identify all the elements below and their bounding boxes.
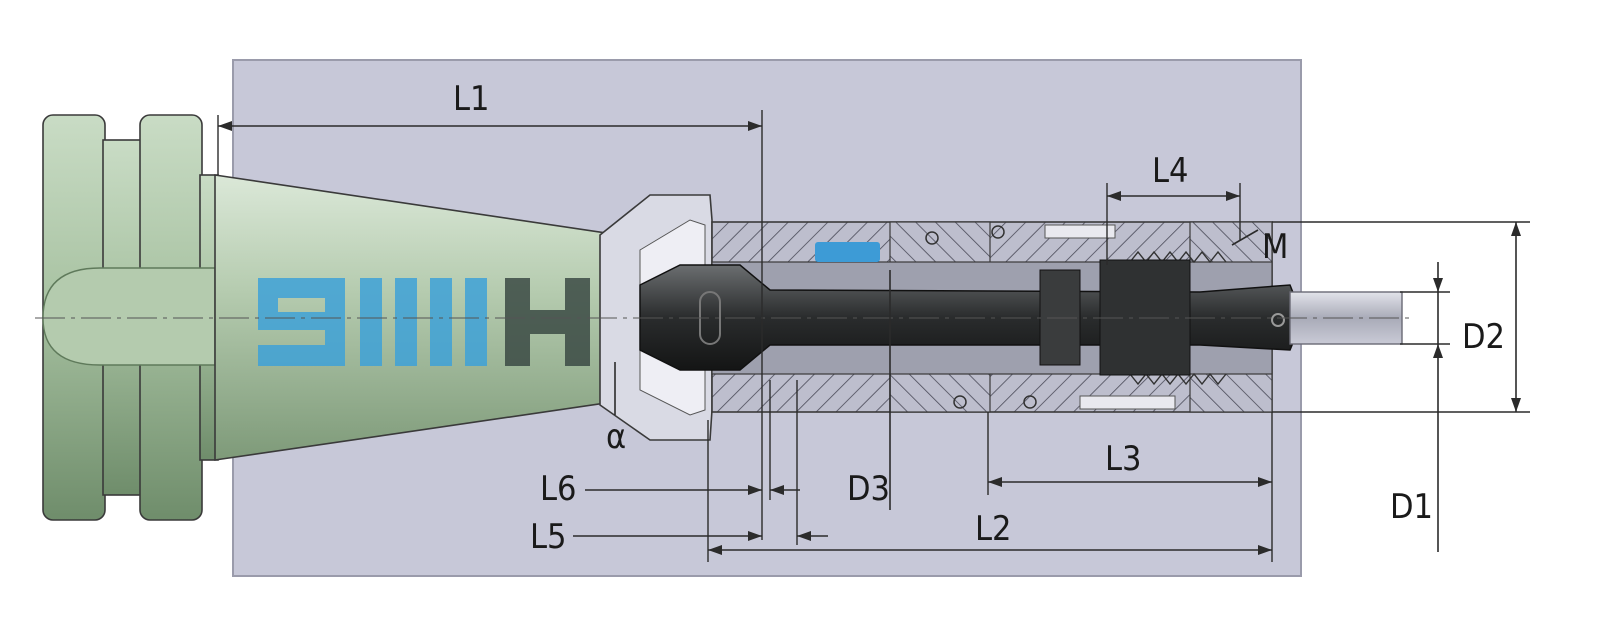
dimension-label-D3: D3 xyxy=(847,469,890,509)
dimension-label-L5: L5 xyxy=(530,517,567,557)
dimension-label-L2: L2 xyxy=(975,509,1012,549)
dimension-label-L3: L3 xyxy=(1105,439,1142,479)
dimension-label-L1: L1 xyxy=(453,79,490,119)
dimension-label-M: M xyxy=(1262,227,1288,267)
dimension-label-alpha: α xyxy=(606,417,626,457)
seal-ring xyxy=(815,242,880,262)
dimension-label-D1: D1 xyxy=(1390,487,1433,527)
watermark-logo xyxy=(258,278,590,366)
dimension-label-L6: L6 xyxy=(540,469,577,509)
dimension-label-L4: L4 xyxy=(1152,151,1189,191)
dimension-label-D2: D2 xyxy=(1462,317,1505,357)
